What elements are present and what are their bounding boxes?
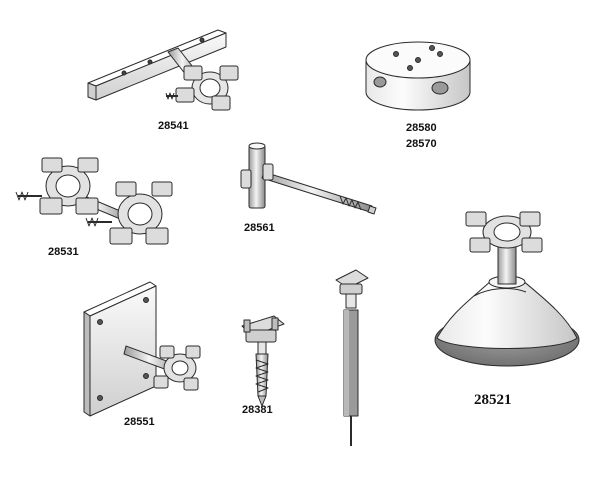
clamp-bar-28541 <box>87 29 239 111</box>
cone-base-28521 <box>434 211 580 367</box>
part-number-28531: 28531 <box>48 246 79 258</box>
pipe-clamp-rod-28561 <box>240 142 377 215</box>
part-number-28580: 28580 <box>406 122 437 134</box>
wall-plate-clamp-28551 <box>83 281 201 417</box>
part-number-28561: 28561 <box>244 222 275 234</box>
part-number-28551: 28551 <box>124 416 155 428</box>
part-number-28381: 28381 <box>242 404 273 416</box>
part-number-28541: 28541 <box>158 120 189 132</box>
double-clamp-28531 <box>15 157 173 245</box>
part-number-28570: 28570 <box>406 138 437 150</box>
part-number-28521: 28521 <box>474 392 512 408</box>
junction-block-28580 <box>365 41 471 111</box>
rod-connector <box>335 269 369 446</box>
screw-connector-28381 <box>241 315 285 407</box>
